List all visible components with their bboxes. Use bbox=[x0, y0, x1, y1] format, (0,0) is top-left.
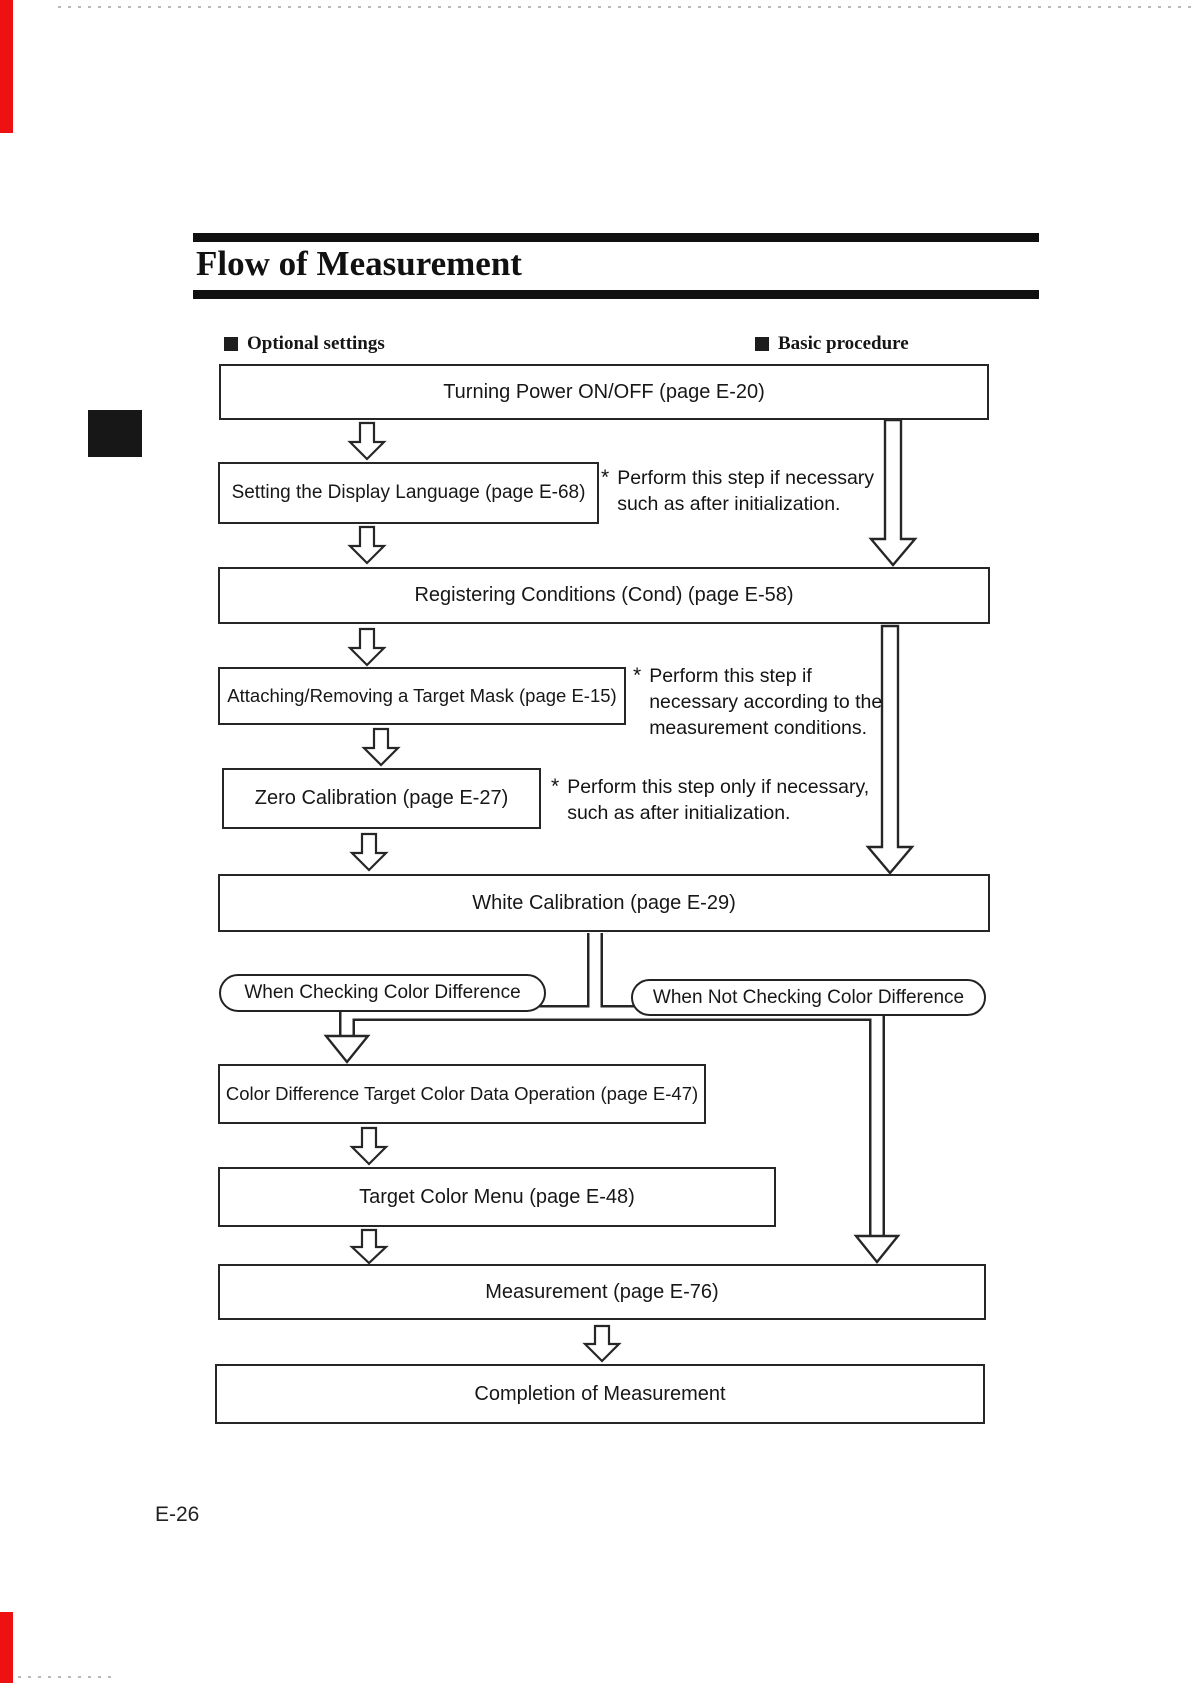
branch-right-arrowhead bbox=[853, 1234, 901, 1264]
flow-box-target-mask: Attaching/Removing a Target Mask (page E… bbox=[218, 667, 626, 725]
legend-bullet-icon bbox=[755, 337, 769, 351]
pill-when-not-checking: When Not Checking Color Difference bbox=[631, 979, 986, 1016]
note-asterisk: * bbox=[633, 664, 642, 687]
down-arrow-icon bbox=[349, 1228, 389, 1265]
down-arrow-icon bbox=[361, 727, 401, 767]
note-line: necessary according to the bbox=[649, 690, 883, 713]
note-line: Perform this step if bbox=[649, 665, 812, 687]
note-line: such as after initialization. bbox=[567, 801, 791, 824]
step-arrows bbox=[347, 421, 622, 1363]
note-target-mask: * Perform this step if necessary accordi… bbox=[633, 664, 882, 742]
title-rule-top bbox=[193, 233, 1039, 242]
down-arrow-icon bbox=[347, 421, 387, 461]
flow-box-display-language: Setting the Display Language (page E-68) bbox=[218, 462, 599, 524]
note-zero-calibration: * Perform this step only if necessary, s… bbox=[551, 775, 869, 827]
legend-bullet-icon bbox=[224, 337, 238, 351]
flow-box-completion: Completion of Measurement bbox=[215, 1364, 985, 1424]
flow-box-target-color-data: Color Difference Target Color Data Opera… bbox=[218, 1064, 706, 1124]
flow-box-turning-power: Turning Power ON/OFF (page E-20) bbox=[219, 364, 989, 420]
chapter-tab-marker bbox=[88, 410, 142, 457]
title-rule-bottom bbox=[193, 290, 1039, 299]
note-asterisk: * bbox=[551, 775, 560, 798]
note-line: such as after initialization. bbox=[617, 492, 841, 515]
flow-box-target-color-menu: Target Color Menu (page E-48) bbox=[218, 1167, 776, 1227]
note-line: Perform this step only if necessary, bbox=[567, 776, 870, 798]
note-asterisk: * bbox=[601, 466, 610, 489]
down-arrow-icon bbox=[582, 1324, 622, 1363]
page-title: Flow of Measurement bbox=[196, 244, 522, 283]
note-display-language: * Perform this step if necessary such as… bbox=[601, 466, 874, 518]
legend-basic-procedure: Basic procedure bbox=[755, 333, 909, 355]
down-arrow-icon bbox=[349, 1126, 389, 1166]
legend-basic-label: Basic procedure bbox=[778, 333, 909, 354]
basic-path-arrow-1 bbox=[868, 418, 918, 567]
red-edge-mark-top bbox=[0, 0, 13, 133]
flow-box-zero-calibration: Zero Calibration (page E-27) bbox=[222, 768, 541, 829]
scan-speckle-top bbox=[58, 6, 1193, 8]
red-edge-mark-bottom bbox=[0, 1612, 13, 1683]
note-line: Perform this step if necessary bbox=[617, 467, 875, 489]
down-arrow-icon bbox=[347, 525, 387, 565]
legend-optional-label: Optional settings bbox=[247, 333, 385, 354]
flow-box-measurement: Measurement (page E-76) bbox=[218, 1264, 986, 1320]
flow-box-white-calibration: White Calibration (page E-29) bbox=[218, 874, 990, 932]
basic-path-arrow-2 bbox=[865, 624, 915, 875]
branch-left-arrowhead bbox=[323, 1034, 371, 1064]
pill-when-checking: When Checking Color Difference bbox=[219, 974, 546, 1012]
legend-optional-settings: Optional settings bbox=[224, 333, 385, 355]
page-number: E-26 bbox=[155, 1503, 200, 1526]
note-line: measurement conditions. bbox=[649, 716, 868, 739]
scan-speckle-bottom bbox=[18, 1676, 113, 1678]
flow-box-registering-conditions: Registering Conditions (Cond) (page E-58… bbox=[218, 567, 990, 624]
down-arrow-icon bbox=[349, 832, 389, 872]
down-arrow-icon bbox=[347, 627, 387, 667]
